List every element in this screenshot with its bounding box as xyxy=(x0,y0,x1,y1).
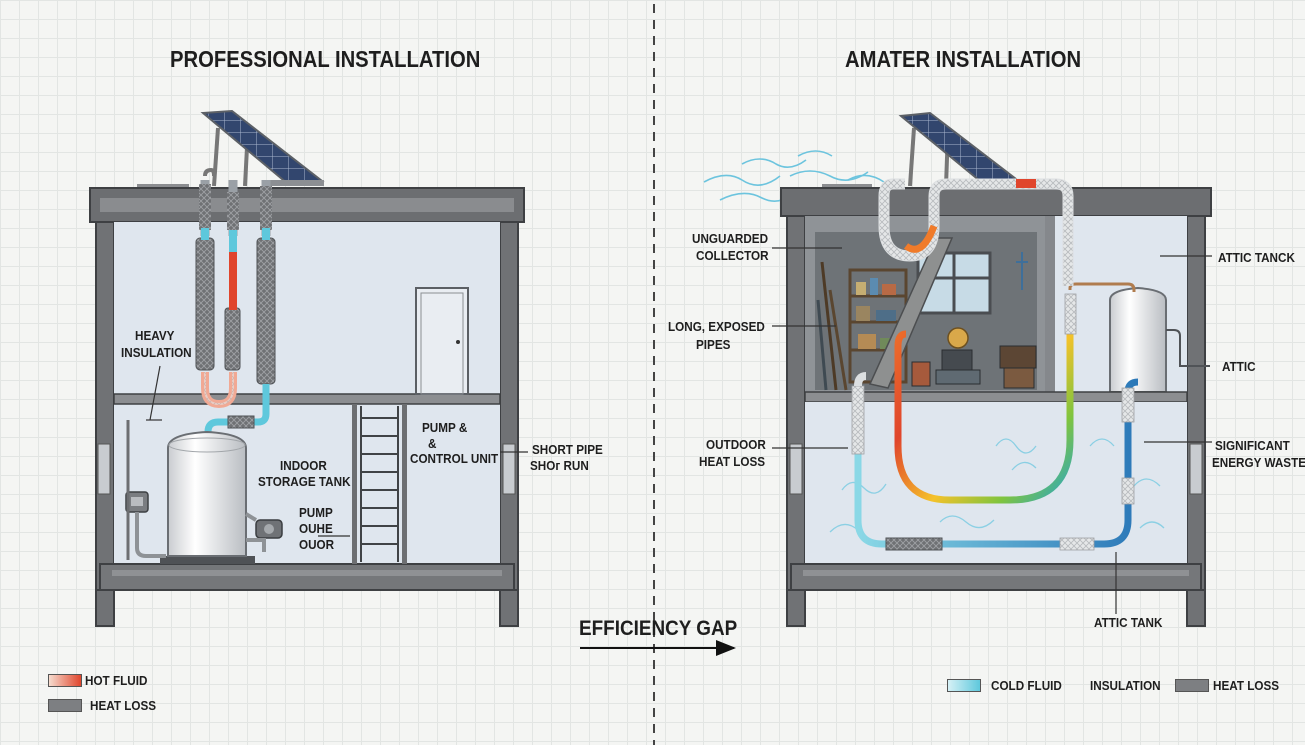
pump-left xyxy=(125,420,283,560)
attic-tank xyxy=(1068,282,1210,393)
label-pump-ouhe-line3: OUOR xyxy=(299,537,335,552)
solar-panel-left xyxy=(200,109,325,187)
label-attic-tanck: ATTIC TANCK xyxy=(1218,250,1295,265)
label-pump-control-line2: & xyxy=(428,436,437,451)
label-outdoor-heat-loss-line1: OUTDOOR xyxy=(706,437,766,452)
legend-heat-loss-swatch xyxy=(48,699,82,712)
indoor-storage-tank xyxy=(160,430,255,564)
exposed-pipes-right xyxy=(851,178,1139,551)
legend-cold-fluid-swatch xyxy=(947,679,981,692)
label-long-exposed-line1: LONG, EXPOSED xyxy=(668,319,765,334)
label-indoor-storage-line2: STORAGE TANK xyxy=(258,474,351,489)
label-pump-ouhe-line2: OUHE xyxy=(299,521,333,536)
insulated-pipes-left xyxy=(195,167,276,440)
right-panel-title: AMATER INSTALLATION xyxy=(845,46,1082,72)
legend-cold-fluid-label: COLD FLUID xyxy=(991,678,1062,693)
label-outdoor-heat-loss-line2: HEAT LOSS xyxy=(699,454,766,469)
door xyxy=(415,287,469,395)
label-pump-ouhe-line1: PUMP xyxy=(299,505,333,520)
label-heavy-insulation-line1: HEAVY xyxy=(135,328,175,343)
efficiency-gap-label: EFFICIENCY GAP xyxy=(579,617,738,640)
label-energy-waste-line2: ENERGY WASTE xyxy=(1212,455,1305,470)
label-attic: ATTIC xyxy=(1222,359,1256,374)
legend-insulation-label: INSULATION xyxy=(1090,678,1161,693)
amateur-house xyxy=(703,111,1212,627)
attic-clutter xyxy=(816,237,1037,391)
solar-panel-right xyxy=(898,111,1023,188)
leader-heavy-insulation xyxy=(149,365,161,421)
professional-house xyxy=(89,109,528,627)
legend-heat-loss-swatch-right xyxy=(1175,679,1209,692)
legend-hot-fluid-label: HOT FLUID xyxy=(85,673,148,688)
label-long-exposed-line2: PIPES xyxy=(696,337,731,352)
label-attic-tank: ATTIC TANK xyxy=(1094,615,1163,630)
wind-lines xyxy=(703,150,885,202)
label-indoor-storage-line1: INDOOR xyxy=(280,458,327,473)
label-unguarded-line1: UNGUARDED xyxy=(692,231,769,246)
legend-heat-loss-label: HEAT LOSS xyxy=(90,698,157,713)
label-heavy-insulation-line2: INSULATION xyxy=(121,345,192,360)
label-energy-waste-line1: SIGNIFICANT xyxy=(1215,438,1290,453)
ladder xyxy=(360,406,399,562)
legend-heat-loss-label-right: HEAT LOSS xyxy=(1213,678,1280,693)
label-short-pipe-line2: SHOᴦ RUN xyxy=(530,458,589,473)
heat-shimmer xyxy=(829,438,1165,533)
label-pump-control-line3: CONTROL UNIT xyxy=(410,451,499,466)
left-panel-title: PROFESSIONAL INSTALLATION xyxy=(170,46,481,72)
legend-hot-fluid-swatch xyxy=(48,674,82,687)
label-pump-control-line1: PUMP & xyxy=(422,420,468,435)
leader-lines-right xyxy=(772,247,1212,614)
label-unguarded-line2: COLLECTOR xyxy=(696,248,769,263)
label-short-pipe-line1: SHORT PIPE xyxy=(532,442,603,457)
